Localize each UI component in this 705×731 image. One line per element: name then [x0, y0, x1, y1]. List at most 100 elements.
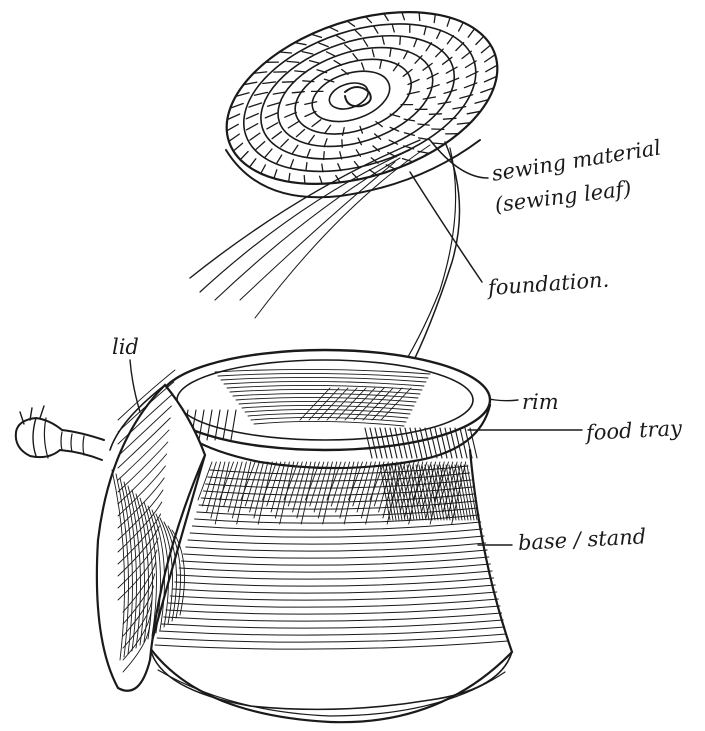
sketch-stroke	[305, 102, 317, 105]
sketch-stroke	[390, 49, 391, 57]
sketch-stroke	[288, 122, 298, 128]
sketch-stroke	[307, 149, 310, 157]
sketch-stroke	[459, 23, 464, 32]
sketch-stroke	[468, 29, 474, 37]
sketch-stroke	[400, 37, 401, 45]
label-food-tray: food tray	[585, 418, 682, 444]
sketch-stroke	[285, 112, 297, 117]
sketch-stroke	[347, 21, 355, 26]
sketch-stroke	[250, 159, 256, 167]
sketch-stroke	[392, 25, 394, 32]
sketch-stroke	[404, 51, 408, 59]
sketch-stroke	[247, 124, 258, 130]
leader-sewing-material	[430, 140, 488, 178]
sketch-stroke	[408, 80, 419, 85]
food-tray	[160, 350, 490, 468]
sketch-stroke	[426, 43, 431, 51]
sketch-stroke	[227, 124, 239, 131]
sketch-stroke	[293, 145, 298, 153]
sketch-stroke	[229, 134, 239, 141]
sketch-stroke	[268, 103, 280, 107]
sketch-stroke	[249, 103, 262, 107]
sketch-stroke	[362, 63, 364, 70]
sketch-stroke	[358, 138, 361, 145]
sketch-stroke	[485, 55, 495, 62]
sketch-stroke	[402, 12, 405, 20]
leader-foundation	[410, 172, 482, 282]
sketch-stroke	[486, 65, 498, 72]
sketch-stroke	[324, 152, 325, 160]
sketch-stroke	[246, 114, 258, 119]
sketch-stroke	[305, 112, 316, 117]
sketch-stroke	[460, 95, 473, 99]
sketch-stroke	[447, 78, 459, 83]
sketch-stroke	[319, 43, 328, 47]
sketch-stroke	[324, 139, 327, 147]
sketch-stroke	[320, 176, 323, 184]
sketch-stroke	[434, 14, 435, 22]
sketch-stroke	[334, 61, 341, 66]
sketch-stroke	[267, 123, 278, 129]
sketch-stroke	[424, 26, 426, 34]
sketch-stroke	[374, 27, 378, 34]
sketch-stroke	[286, 102, 298, 105]
sketch-stroke	[329, 27, 338, 31]
label-lid: lid	[112, 337, 139, 358]
sketch-stroke	[437, 30, 441, 38]
sketch-stroke	[355, 30, 361, 36]
sketch-stroke	[325, 125, 331, 133]
lid-coil-ring	[286, 46, 421, 148]
sketch-stroke	[456, 43, 464, 51]
sketch-stroke	[380, 61, 382, 69]
sketch-stroke	[447, 36, 453, 44]
sketch-stroke	[337, 36, 345, 41]
label-rim: rim	[522, 392, 559, 413]
sketch-stroke	[416, 465, 426, 520]
sketch-stroke	[277, 155, 282, 163]
sketch-stroke	[289, 173, 290, 181]
sketch-stroke	[265, 113, 277, 118]
sketch-stroke	[256, 142, 265, 150]
sketch-stroke	[419, 12, 420, 20]
sketch-stroke	[233, 143, 242, 151]
lid-handle	[16, 406, 104, 460]
sketch-stroke	[403, 70, 412, 77]
sketch-stroke	[304, 176, 305, 184]
sketch-stroke	[272, 132, 281, 139]
sketch-stroke	[290, 160, 293, 168]
sketch-stroke	[453, 107, 466, 109]
sketch-stroke	[446, 67, 457, 73]
sketch-stroke	[263, 82, 276, 84]
sketch-stroke	[423, 97, 435, 99]
sketch-stroke	[443, 465, 453, 520]
sketch-stroke	[311, 34, 321, 37]
sketch-stroke	[296, 130, 304, 137]
sketch-stroke	[302, 52, 313, 54]
sketch-stroke	[414, 39, 417, 47]
sketch-stroke	[384, 14, 388, 21]
sketch-stroke	[447, 18, 450, 27]
sketch-stroke	[303, 81, 314, 82]
sketch-stroke	[462, 51, 471, 58]
sketch-stroke	[279, 52, 291, 53]
sketch-stroke	[382, 37, 384, 44]
sketch-stroke	[295, 71, 306, 72]
lid-coil-ring	[326, 78, 371, 113]
sketch-stroke	[429, 114, 441, 115]
sketch-stroke	[309, 135, 315, 143]
sketch-stroke	[312, 120, 321, 127]
sketch-stroke	[366, 17, 372, 23]
sketch-stroke	[446, 465, 456, 520]
sketch-stroke	[265, 149, 272, 157]
sketch-stroke	[250, 133, 260, 140]
sketch-stroke	[481, 45, 490, 53]
sketch-stroke	[433, 143, 445, 144]
hinged-lid	[16, 370, 205, 691]
coiled-lid-top	[190, 0, 519, 318]
sketch-stroke	[283, 82, 295, 83]
sketch-stroke	[295, 43, 306, 45]
sketch-stroke	[338, 164, 341, 171]
sketch-stroke	[306, 163, 307, 171]
